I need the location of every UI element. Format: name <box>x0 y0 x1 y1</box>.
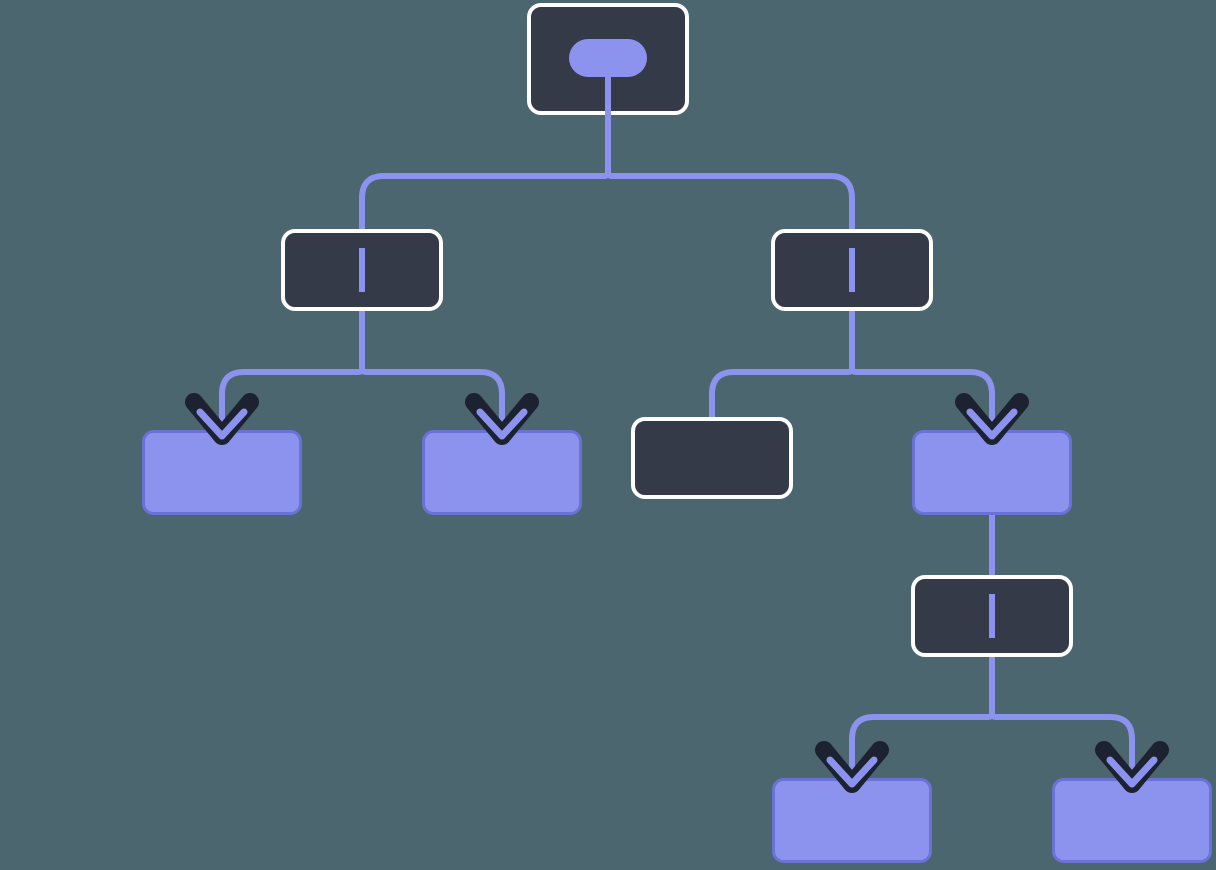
arrowhead-e-r3-r4a <box>815 741 889 793</box>
node-n-l1[interactable] <box>281 229 443 311</box>
arrowhead-e-l1-l2b <box>465 393 539 445</box>
arrow-chevron-icon <box>1106 756 1158 788</box>
arrow-chevron-icon <box>476 408 528 440</box>
node-layer <box>142 3 1212 863</box>
node-n-r3[interactable] <box>911 575 1073 657</box>
edge-e-r3-r4b <box>989 638 1135 778</box>
arrow-chevron-icon <box>826 756 878 788</box>
node-accent-pill <box>569 39 647 77</box>
node-n-r1[interactable] <box>771 229 933 311</box>
node-root[interactable] <box>527 3 689 115</box>
edge-e-l1-l2b <box>359 292 505 430</box>
arrow-chevron-icon <box>966 408 1018 440</box>
arrow-chevron-icon <box>196 408 248 440</box>
arrowhead-e-r3-r4b <box>1095 741 1169 793</box>
node-body-dark[interactable] <box>631 417 793 499</box>
arrowhead-layer <box>185 393 1169 793</box>
arrowhead-e-l1-l2a <box>185 393 259 445</box>
edge-e-r1-r2b <box>849 292 995 430</box>
edge-layer <box>219 115 1135 778</box>
edge-e-root-r1 <box>605 115 855 292</box>
node-n-r2a[interactable] <box>631 417 793 499</box>
arrowhead-e-r1-r2b <box>955 393 1029 445</box>
